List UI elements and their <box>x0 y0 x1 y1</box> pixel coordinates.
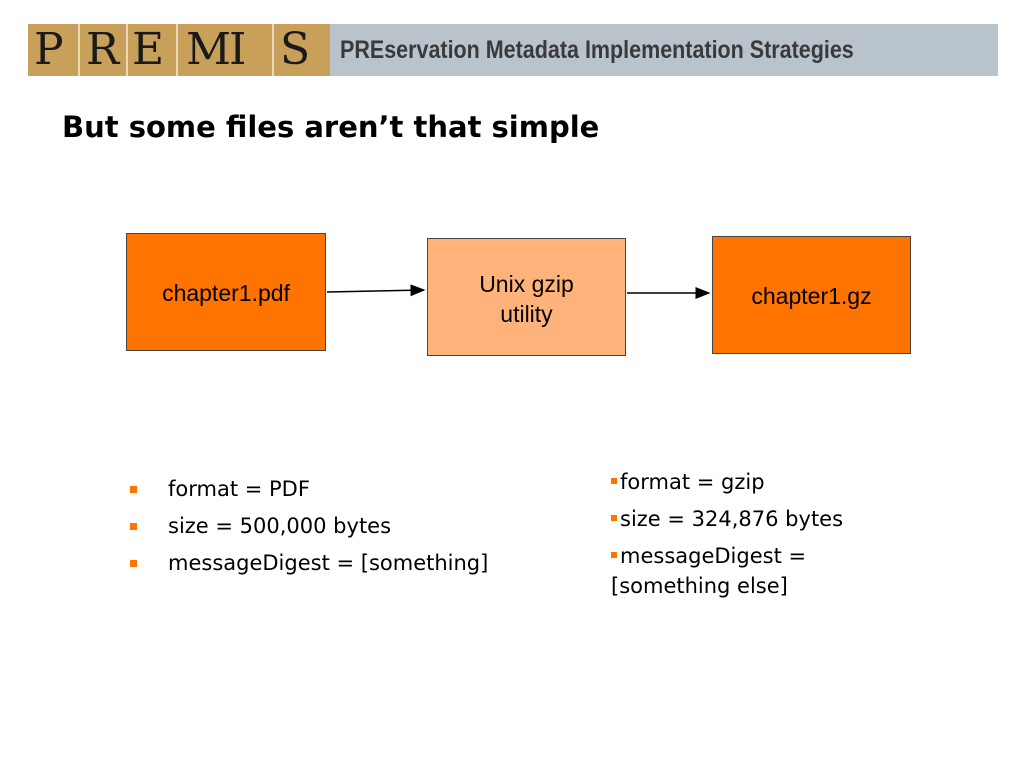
list-item: messageDigest = [something else] <box>611 541 931 601</box>
source-file-label: chapter1.pdf <box>162 280 290 306</box>
logo-divider <box>272 24 274 76</box>
list-item: format = PDF <box>130 475 490 503</box>
list-item: messageDigest = [something] <box>130 549 490 577</box>
logo-letter: R <box>86 24 120 75</box>
source-properties-list: format = PDF size = 500,000 bytes messag… <box>130 475 490 586</box>
bullet-icon <box>130 486 137 493</box>
list-item-text: messageDigest = [something else] <box>611 544 807 598</box>
list-item-text: size = 500,000 bytes <box>168 514 392 538</box>
bullet-icon <box>611 515 617 521</box>
process-label-line1: Unix gzip <box>479 271 574 297</box>
list-item-text: format = PDF <box>168 477 310 501</box>
arrow-pdf-to-gzip <box>326 284 426 297</box>
list-item-text: messageDigest = [something] <box>168 551 489 575</box>
output-file-label: chapter1.gz <box>751 283 872 309</box>
bullet-icon <box>130 560 137 567</box>
output-properties-list: format = gzip size = 324,876 bytes messa… <box>611 467 931 608</box>
list-item-text: size = 324,876 bytes <box>620 507 844 531</box>
list-item: format = gzip <box>611 467 931 497</box>
list-item-text: format = gzip <box>620 470 765 494</box>
header-banner: P R E MI S PREservation Metadata Impleme… <box>28 24 998 76</box>
list-item: size = 324,876 bytes <box>611 504 931 534</box>
bullet-icon <box>130 523 137 530</box>
logo-divider <box>78 24 80 76</box>
list-item: size = 500,000 bytes <box>130 512 490 540</box>
output-file-box: chapter1.gz <box>712 236 911 354</box>
process-box: Unix gzip utility <box>427 238 626 356</box>
logo-letter: MI <box>186 24 246 75</box>
logo-letter: E <box>132 24 165 75</box>
logo-divider <box>126 24 128 76</box>
logo-letter: S <box>280 24 311 75</box>
bullet-icon <box>611 478 617 484</box>
logo-divider <box>176 24 178 76</box>
source-file-box: chapter1.pdf <box>126 233 326 351</box>
slide-title: But some files aren’t that simple <box>62 110 600 144</box>
premis-logo: P R E MI S <box>28 24 330 76</box>
bullet-icon <box>611 552 617 558</box>
banner-title: PREservation Metadata Implementation Str… <box>340 36 854 64</box>
logo-letter: P <box>34 24 64 75</box>
process-label-line2: utility <box>500 301 553 327</box>
